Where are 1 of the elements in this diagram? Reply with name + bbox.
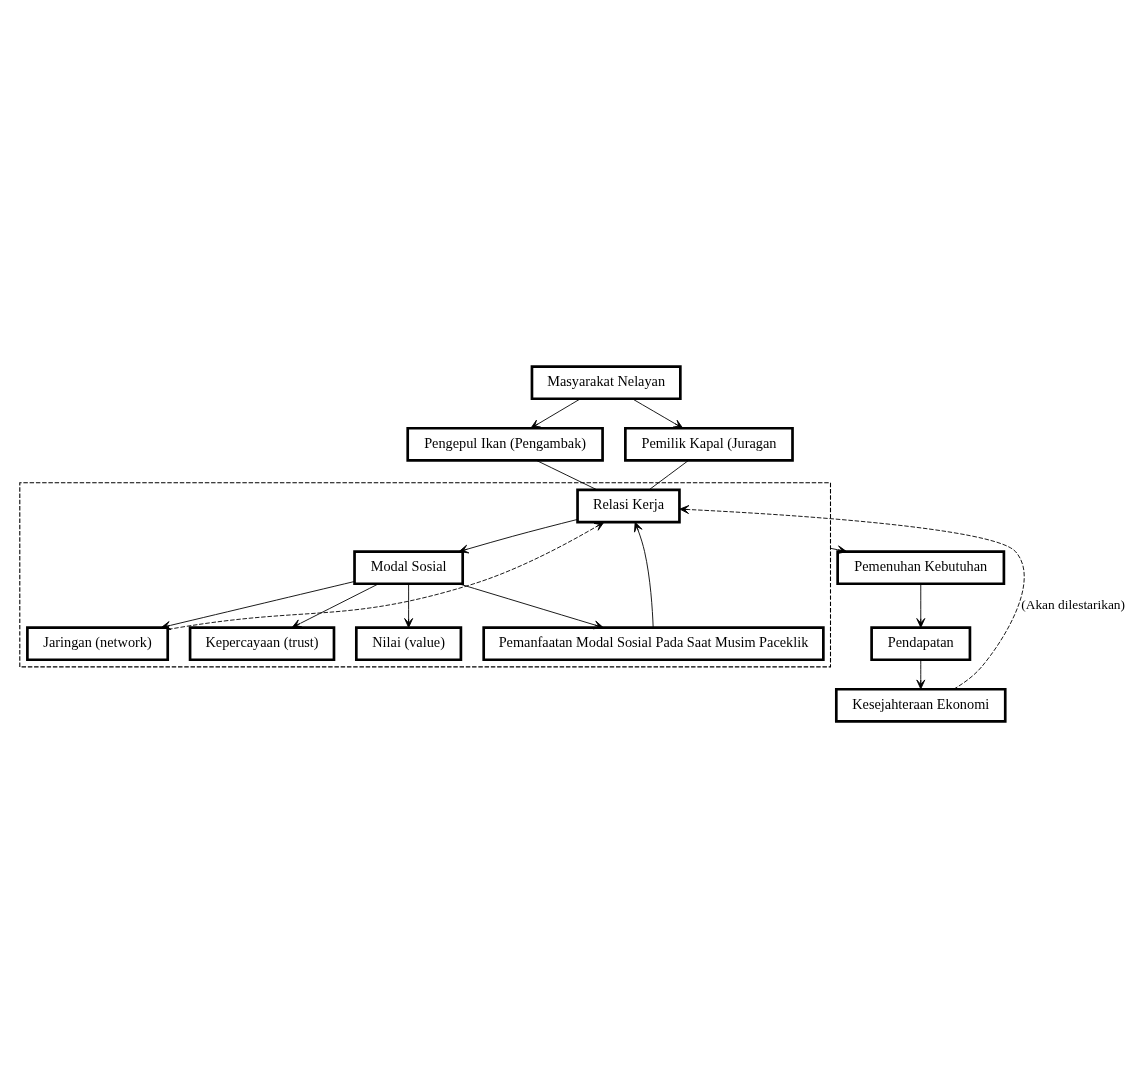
edge-label: (Akan dilestarikan) [1021, 596, 1126, 612]
